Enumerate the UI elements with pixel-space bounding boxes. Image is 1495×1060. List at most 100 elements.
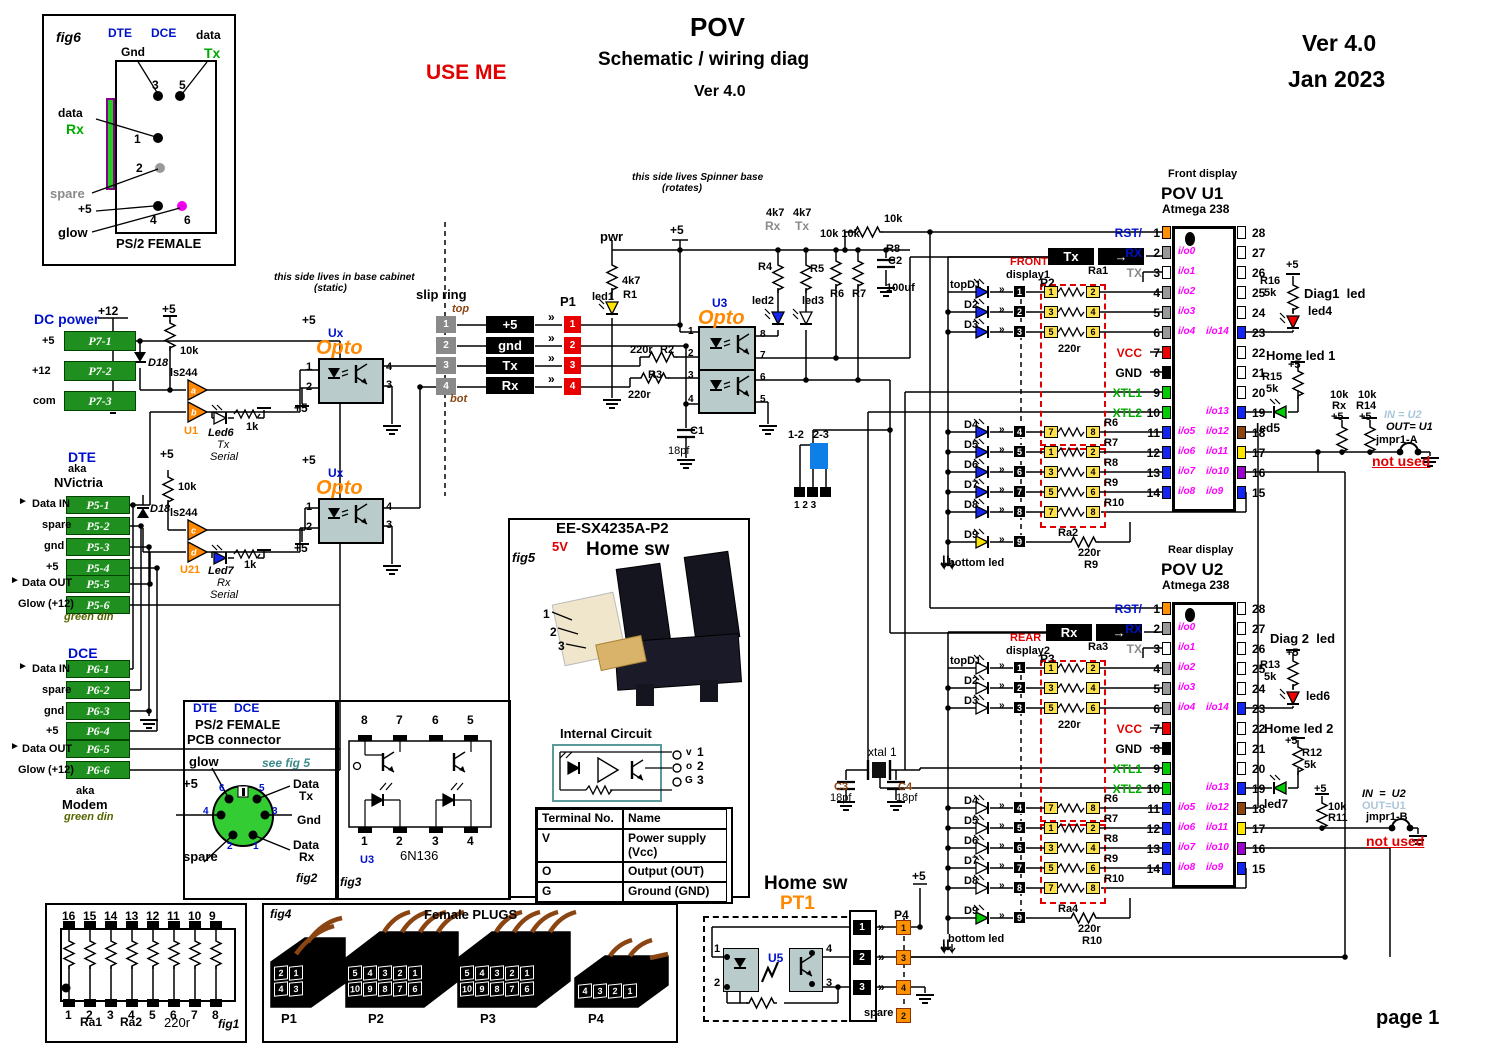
svg-text:d: d (191, 548, 197, 558)
pin-left-7 (1162, 722, 1171, 735)
p6-2: P6-2 (66, 681, 130, 699)
modem: Modem (62, 797, 108, 812)
io-label: i/o0 (1178, 622, 1196, 633)
io-label: i/o2 (1178, 286, 1196, 297)
slip-bot: bot (450, 393, 468, 405)
pin-right-17 (1237, 822, 1246, 835)
pin-left-12 (1162, 822, 1171, 835)
svg-text:b: b (191, 408, 197, 418)
plug-cell-P2-5: 5 (348, 965, 362, 981)
pin-left-5 (1162, 682, 1171, 695)
pin-num: 6 (1153, 326, 1160, 340)
f-bot: bottom led (948, 557, 1005, 569)
sig-rx: Rx (486, 377, 534, 394)
conn-rear-6: 6 (1013, 841, 1026, 854)
io-label: i/o14 (1206, 702, 1229, 713)
table-cell: Ground (GND) (623, 882, 727, 902)
u21-buf: U21 (180, 564, 201, 576)
r11-5v: +5 (1314, 783, 1327, 795)
conn-rear-9: 9 (1013, 911, 1026, 924)
notused-a: not used (1372, 453, 1431, 469)
dce: DCE (68, 645, 98, 661)
pin-left-14 (1162, 486, 1171, 499)
fig2-2: 2 (227, 841, 233, 852)
r2: R2 (660, 344, 675, 356)
pin-left-8 (1162, 366, 1171, 379)
rx-arrow: → (1096, 624, 1142, 641)
conn-rear-1: 1 (1013, 661, 1026, 674)
conn-front-6: 6 (1013, 465, 1026, 478)
ra-pad-2: 2 (1086, 286, 1100, 298)
conn-front-9: 9 (1013, 535, 1026, 548)
io-label: i/o1 (1178, 642, 1196, 653)
pin-signal: GND (1115, 742, 1142, 756)
pin-num: 19 (1252, 406, 1266, 420)
pin-num: 17 (1252, 822, 1266, 836)
u3-name: Opto (698, 307, 745, 329)
pin-right-22 (1237, 722, 1246, 735)
pt1-c1: 1 (853, 920, 871, 935)
pin-left-10 (1162, 406, 1171, 419)
fig6-bar (106, 98, 115, 190)
f-d5: D5 (964, 439, 979, 451)
hdr-1 (794, 487, 805, 497)
pin-left-12 (1162, 446, 1171, 459)
c3: C3 (834, 781, 849, 793)
io-label: i/o6 (1178, 446, 1196, 457)
plug-cell-P3-2: 2 (505, 965, 519, 981)
table-row: O Output (OUT) (537, 862, 731, 883)
jmp-12: 1-2 (788, 429, 804, 441)
svg-text:a: a (191, 386, 196, 396)
fig1-pin-top: 13 (125, 909, 139, 923)
ra-pad-7: 7 (1044, 802, 1058, 814)
homeled1: Home led 1 (1266, 348, 1336, 363)
pin-left-7 (1162, 346, 1171, 359)
chevron-icon: » (999, 324, 1005, 335)
wire-label: R6 (1104, 417, 1119, 429)
r1-val: 4k7 (622, 275, 641, 287)
chevron-icon: » (999, 484, 1005, 495)
pin-right-17 (1237, 446, 1246, 459)
fig3-p2: 2 (396, 834, 403, 848)
pin-left-14 (1162, 862, 1171, 875)
p4-4: 4 (896, 980, 911, 995)
r1k-b: 1k (244, 559, 257, 571)
pin-num: 20 (1252, 762, 1266, 776)
pin-num: 16 (1252, 466, 1266, 480)
pin-left-10 (1162, 782, 1171, 795)
c2: C2 (888, 255, 903, 267)
p4-spare: spare (864, 1007, 894, 1019)
fig2-rx: Rx (299, 850, 315, 864)
fig2-data1: Data (293, 777, 320, 791)
fig6-data2: data (58, 106, 83, 120)
ra-pad-3: 3 (1044, 842, 1058, 854)
fig2: fig2 (296, 871, 318, 885)
fig2-gnd: Gnd (297, 813, 321, 827)
fig2-6: 6 (219, 783, 225, 794)
r12: R12 (1302, 747, 1323, 759)
pin-right-25 (1237, 662, 1246, 675)
pin-num: 27 (1252, 622, 1266, 636)
pin-right-26 (1237, 642, 1246, 655)
chip-sub: Atmega 238 (1162, 202, 1230, 216)
io-label: i/o1 (1178, 266, 1196, 277)
u5-1: 1 (714, 943, 721, 955)
table-cell: O (537, 862, 623, 883)
fig1: fig1 (218, 1017, 240, 1031)
ra-pad-1: 1 (1044, 662, 1058, 674)
plug-cell-P3-5: 5 (460, 965, 474, 981)
pin-right-28 (1237, 226, 1246, 239)
in-u2-a: IN = U2 (1384, 409, 1422, 421)
wire-label: R6 (1104, 793, 1119, 805)
u5-2: 2 (714, 977, 721, 989)
r11-val: 10k (1328, 801, 1347, 813)
fig6: fig6 (56, 29, 81, 45)
io-label: i/o4 (1178, 702, 1196, 713)
p1-4: 4 (564, 378, 581, 395)
sig-gnd: gnd (486, 337, 534, 354)
ra-pad-3: 3 (1044, 466, 1058, 478)
out-u1-b: OUT=U1 (1362, 800, 1406, 812)
u3-4: 4 (688, 394, 694, 405)
io-label: i/o4 (1178, 326, 1196, 337)
r14b: R14 (1356, 400, 1377, 412)
